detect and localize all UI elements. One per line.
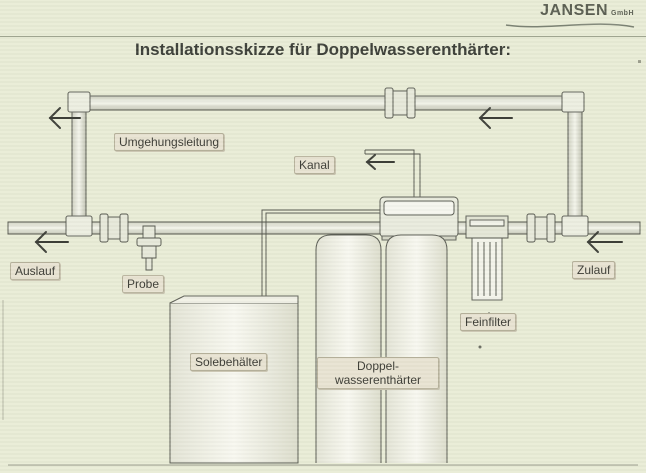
inlet-flow-arrow-icon: [586, 231, 623, 253]
drain-flow-arrow-icon: [365, 154, 395, 170]
label-probe: Probe: [122, 275, 165, 293]
fine-filter-icon: [465, 215, 509, 301]
softener-tank-left: [315, 234, 382, 463]
label-feinfilter: Feinfilter: [460, 313, 517, 331]
label-auslauf: Auslauf: [10, 262, 61, 280]
brine-line: [261, 209, 380, 300]
control-valve-head: [379, 196, 459, 241]
brine-tank: [169, 295, 299, 464]
label-solebehaelter: Solebehälter: [190, 353, 268, 371]
inlet-valve-icon: [526, 213, 556, 243]
softener-tank-right: [385, 234, 448, 463]
sample-tap-icon: [136, 225, 162, 271]
label-doppel-line2: wasserenthärter: [334, 373, 422, 387]
header-divider: [0, 36, 646, 37]
brand-swoosh-icon: [505, 23, 635, 28]
bypass-flow-arrow-right-icon: [478, 107, 513, 129]
brand-name: JANSEN: [540, 2, 608, 19]
label-zulauf: Zulauf: [572, 261, 616, 279]
label-doppelwasserenthaerter: Doppel- wasserenthärter: [317, 357, 439, 389]
brand-suffix: GmbH: [611, 10, 634, 17]
drain-line: [364, 149, 421, 197]
label-umgehungsleitung: Umgehungsleitung: [114, 133, 225, 151]
outlet-valve-icon: [99, 213, 129, 243]
right-edge-mark: [638, 60, 641, 63]
diagram-title: Installationsskizze für Doppelwasserenth…: [135, 40, 511, 59]
label-doppel-line1: Doppel-: [356, 359, 400, 373]
label-kanal: Kanal: [294, 156, 335, 174]
bypass-valve-icon: [384, 87, 416, 119]
bypass-flow-arrow-left-icon: [48, 107, 81, 129]
filter-drain-dot: [478, 345, 482, 349]
outlet-flow-arrow-icon: [34, 231, 69, 253]
